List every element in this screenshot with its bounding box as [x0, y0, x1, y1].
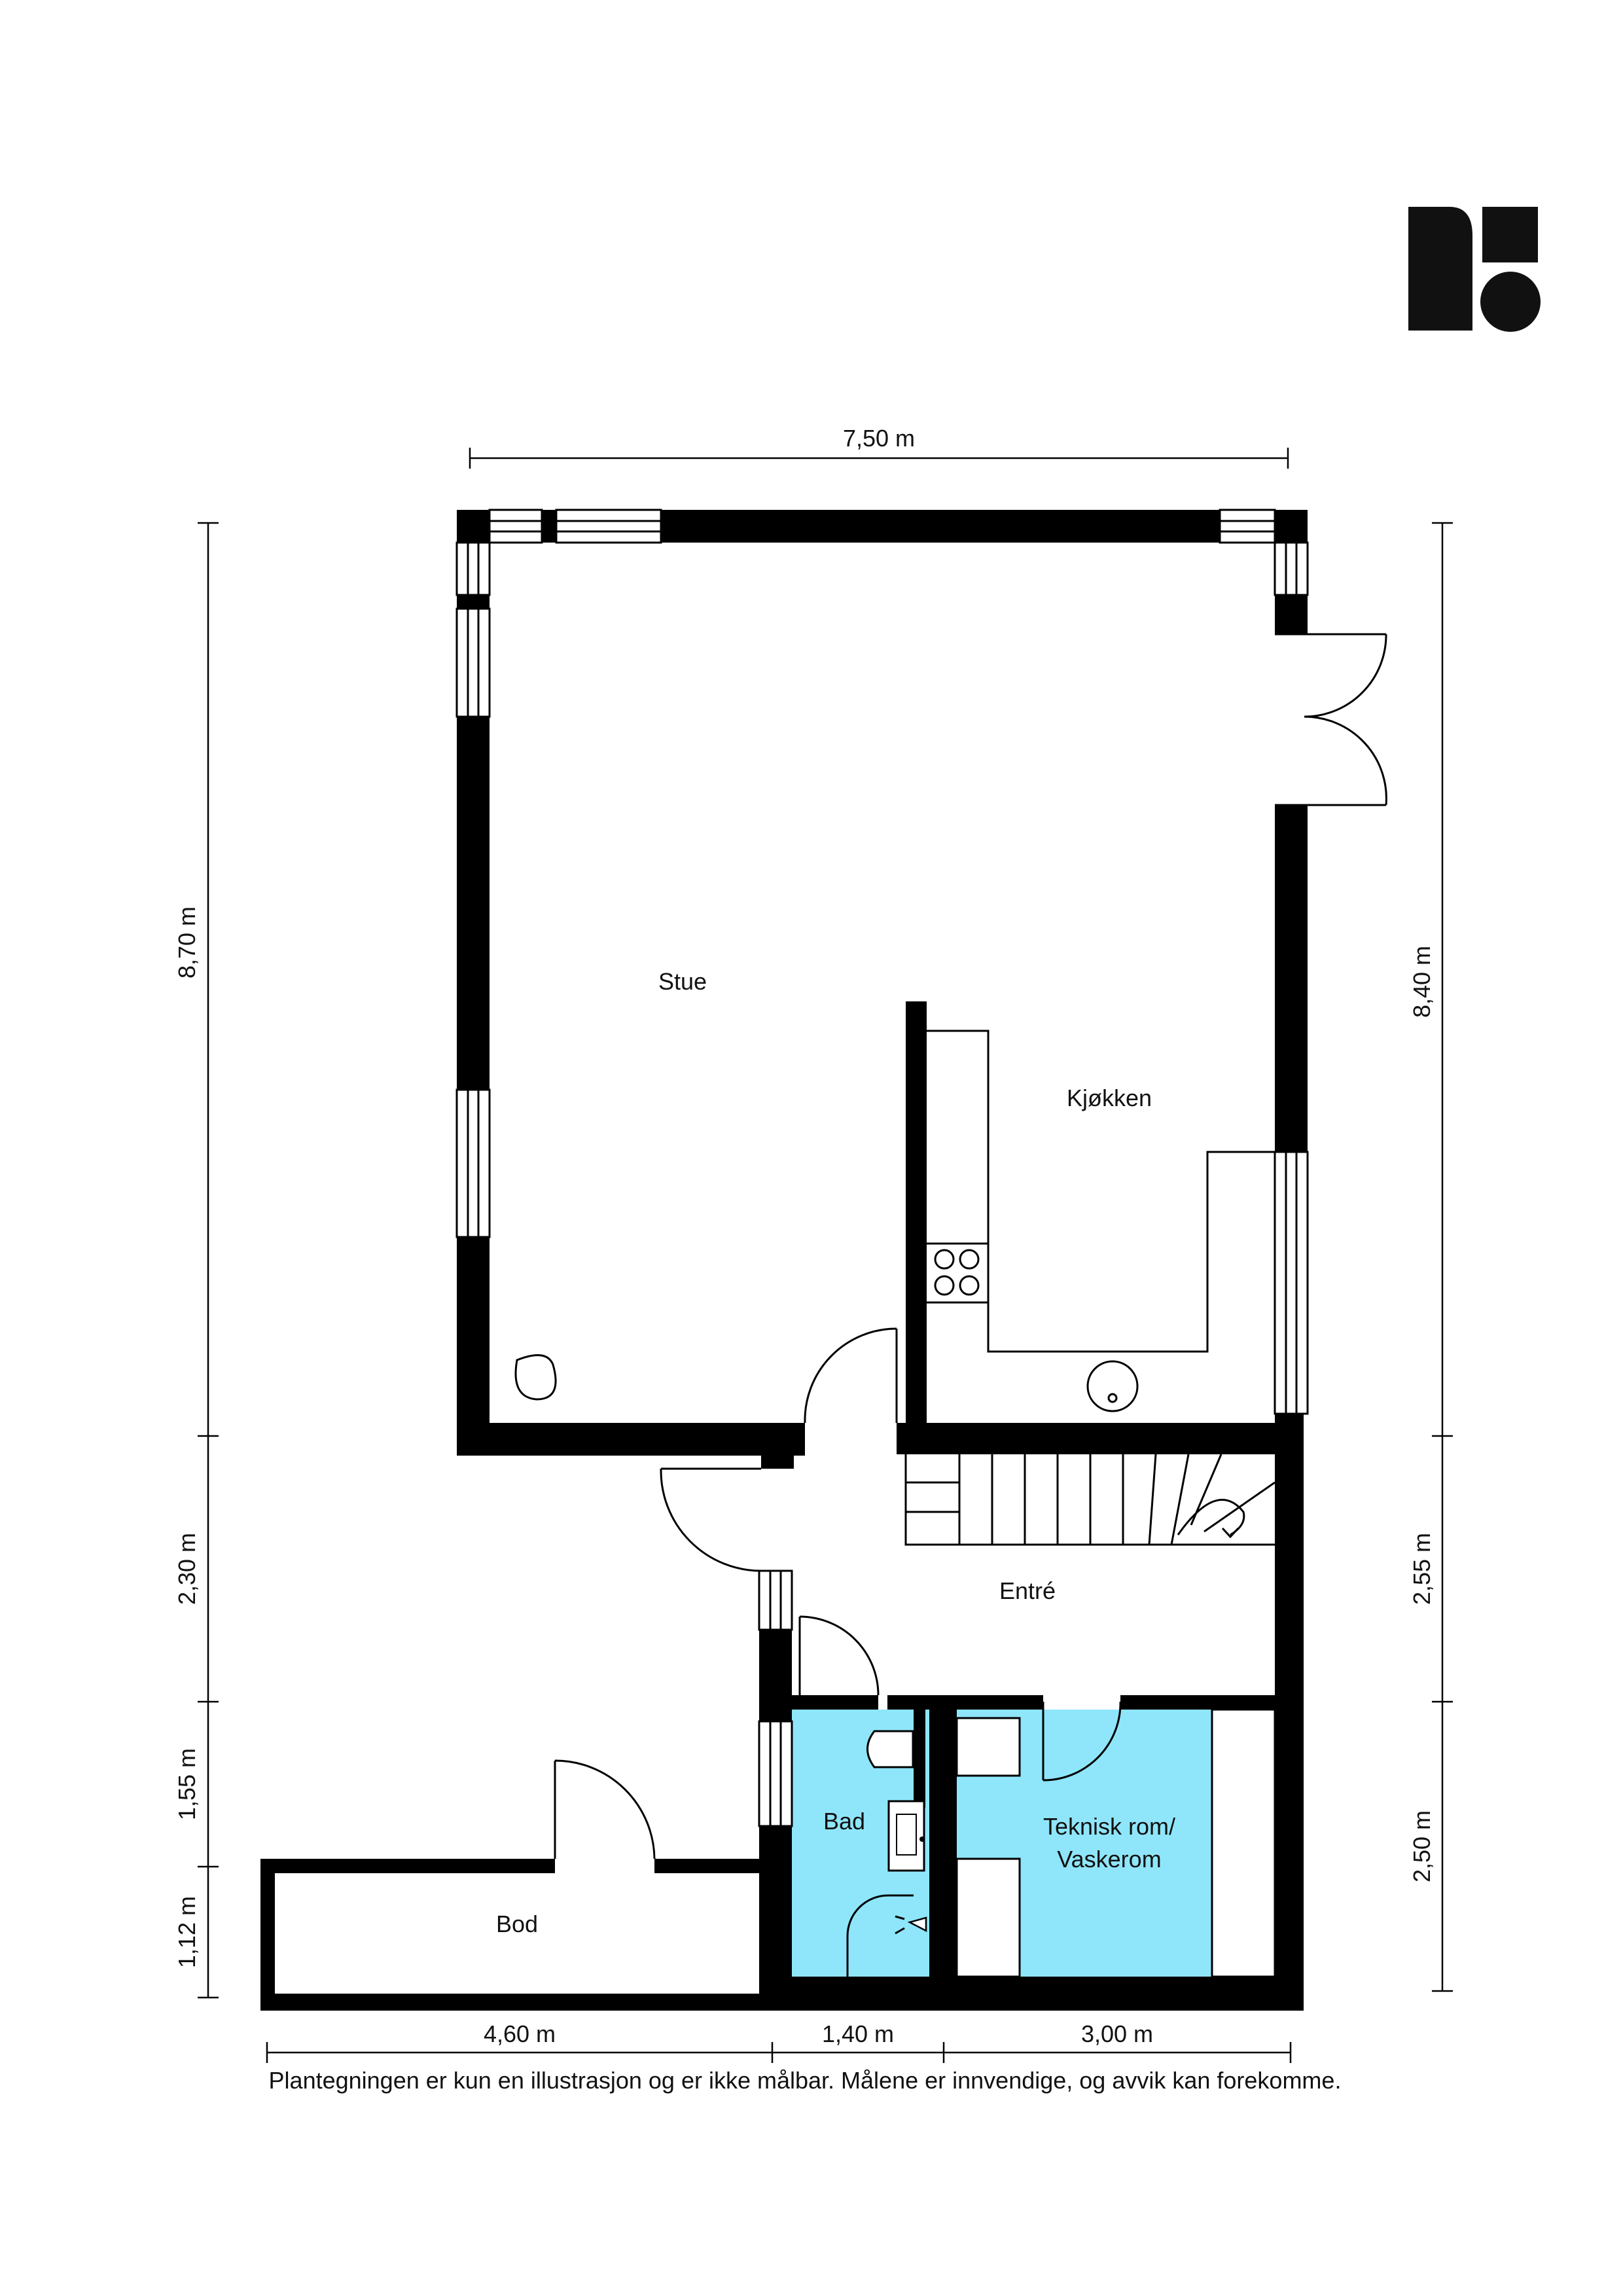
dim-bottom-mid: 1,40 m [822, 2020, 894, 2047]
room-label-teknisk-line2: Vaskerom [1057, 1846, 1161, 1873]
room-label-entre: Entré [999, 1577, 1056, 1604]
room-label-bad: Bad [823, 1808, 865, 1835]
dim-left-mid: 2,30 m [173, 1533, 200, 1605]
dim-left-upper: 8,70 m [173, 906, 200, 978]
shower-icon [907, 1916, 927, 1933]
dryer-icon [955, 1857, 1021, 1978]
disclaimer-text: Plantegningen er kun en illustrasjon og … [269, 2067, 1342, 2094]
room-label-bod: Bod [496, 1910, 538, 1937]
stove-icon [514, 1354, 557, 1401]
windows [455, 509, 1309, 1827]
dimension-labels: 7,50 m 8,70 m 2,30 m 1,55 m 1,12 m 8,40 … [173, 425, 1435, 2047]
dim-right-lower: 2,50 m [1408, 1810, 1435, 1882]
toilet-icon [866, 1730, 914, 1768]
washer-icon [955, 1717, 1021, 1777]
laundry-fixtures [955, 1708, 1276, 1978]
kitchen-fixtures [514, 1030, 1275, 1412]
kitchen-table-icon [1086, 1360, 1139, 1412]
dim-left-lower: 1,55 m [173, 1748, 200, 1820]
dim-bottom-right: 3,00 m [1081, 2020, 1153, 2047]
room-label-teknisk-line1: Teknisk rom/ [1043, 1813, 1175, 1840]
stair-arrow-icon [1221, 1527, 1240, 1539]
dim-top-width: 7,50 m [843, 425, 915, 452]
dim-right-mid: 2,55 m [1408, 1533, 1435, 1605]
doors [554, 633, 1387, 1859]
room-labels: Stue Kjøkken Entré Bad Teknisk rom/ Vask… [496, 968, 1175, 1937]
staircase [904, 1454, 1275, 1546]
cabinet-icon [1211, 1708, 1276, 1978]
dim-bottom-left: 4,60 m [484, 2020, 556, 2047]
dim-right-upper: 8,40 m [1408, 946, 1435, 1018]
room-label-stue: Stue [658, 968, 707, 995]
room-label-kjokken: Kjøkken [1067, 1085, 1152, 1111]
dimension-lines [198, 448, 1453, 2063]
dim-left-bottom: 1,12 m [173, 1896, 200, 1968]
brand-logo [1408, 207, 1541, 332]
bathroom-fixtures [846, 1730, 927, 1977]
sink-icon [887, 1800, 925, 1872]
